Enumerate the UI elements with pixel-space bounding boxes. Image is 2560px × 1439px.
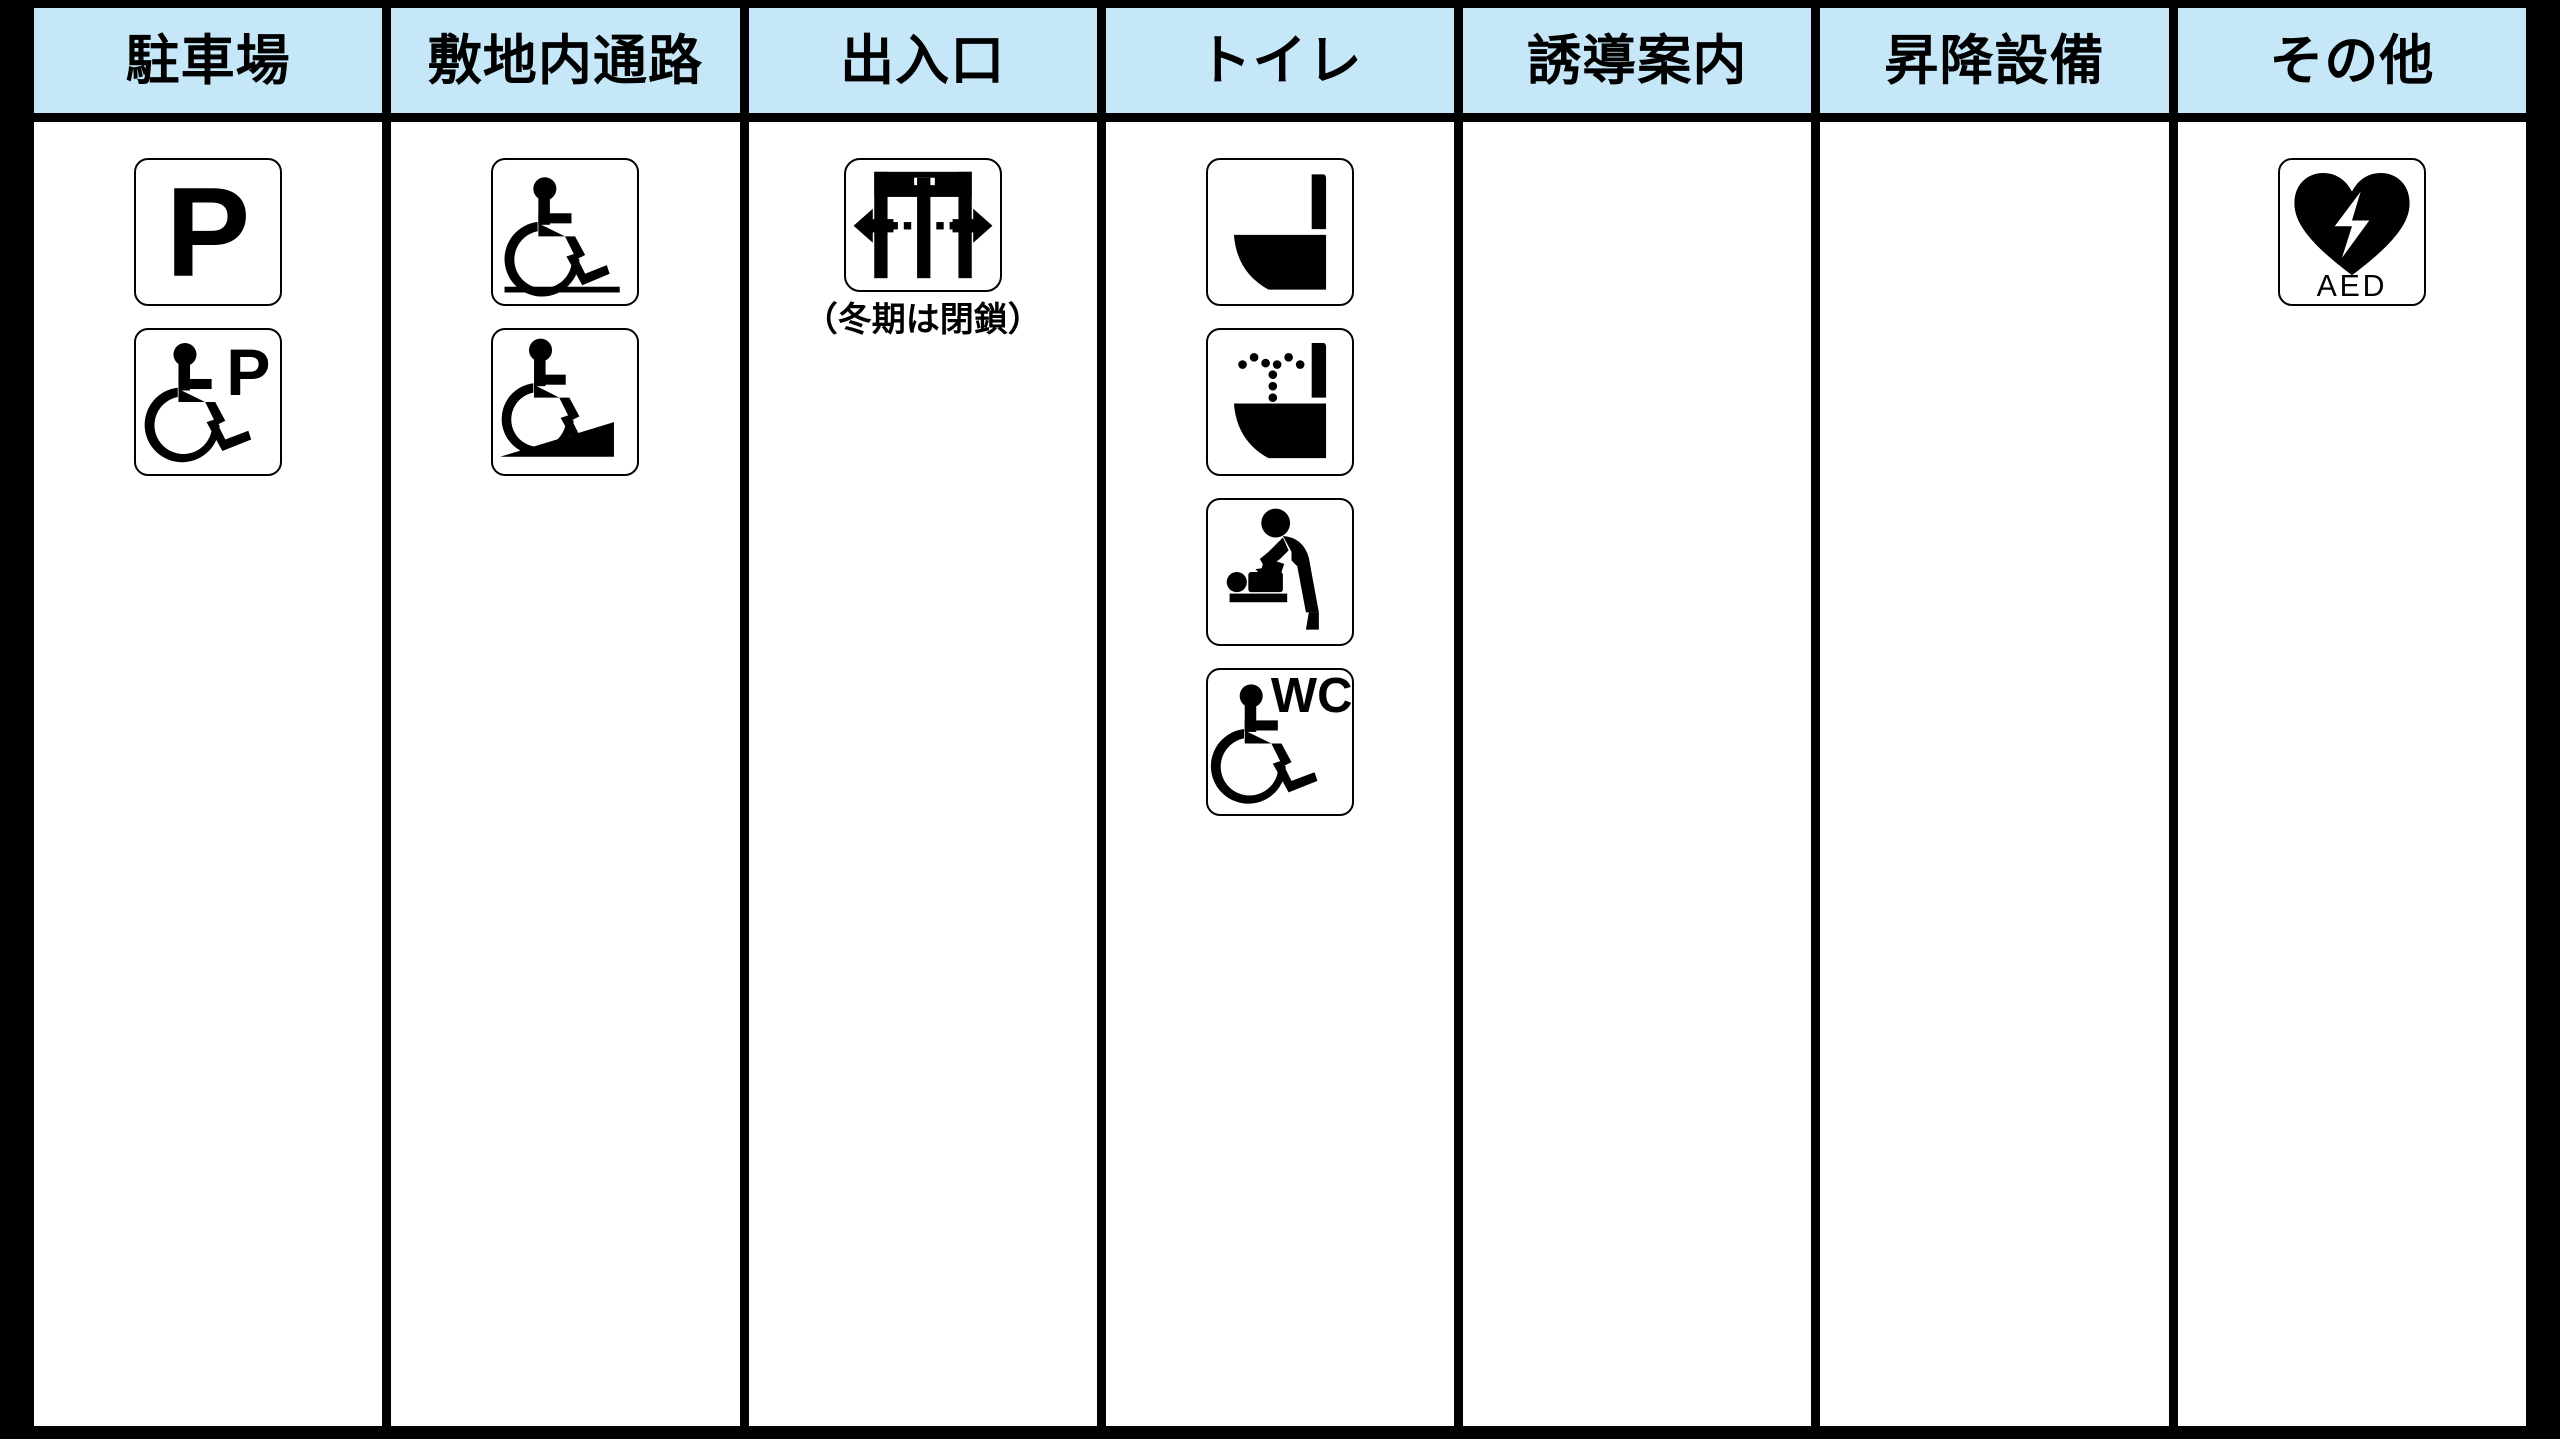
icon-caption: （冬期は閉鎖） (803, 300, 1042, 340)
svg-text:AED: AED (2316, 270, 2387, 303)
column-body-elevator (1820, 122, 2169, 1426)
column-header-guidance: 誘導案内 (1463, 8, 1812, 113)
accessible-parking-icon: P (134, 328, 283, 476)
column-header-parking: 駐車場 (34, 8, 383, 113)
icon-entry (491, 328, 640, 476)
icon-entry (1205, 498, 1354, 646)
column-header-other: その他 (2177, 8, 2526, 113)
column-header-label: その他 (2269, 28, 2435, 92)
column-header-label: 駐車場 (125, 28, 291, 92)
column-header-label: 敷地内通路 (427, 28, 704, 92)
svg-text:P: P (166, 161, 251, 303)
column-entrance: 出入口 (748, 8, 1097, 1426)
column-body-site-path (391, 122, 740, 1426)
icon-entry (1205, 328, 1354, 476)
parking-p-icon: P (134, 158, 283, 306)
column-parking: 駐車場 P P (34, 8, 383, 1426)
icon-entry: P (134, 158, 283, 306)
column-body-entrance: （冬期は閉鎖） (748, 122, 1097, 1426)
column-header-label: 出入口 (840, 28, 1006, 92)
column-header-site-path: 敷地内通路 (391, 8, 740, 113)
column-header-entrance: 出入口 (748, 8, 1097, 113)
automatic-sliding-door-icon (843, 158, 1002, 292)
wheelchair-ramp-icon (491, 328, 640, 476)
column-body-toilet: WC WC (1105, 122, 1455, 1426)
icon-entry (1205, 158, 1354, 306)
facility-icons-table: 駐車場 P P (34, 8, 2526, 1426)
icon-entry: WC WC (1205, 668, 1354, 816)
accessible-wc-icon: WC (1205, 668, 1354, 816)
column-header-label: 昇降設備 (1884, 28, 2105, 92)
icon-entry (491, 158, 640, 306)
column-guidance: 誘導案内 (1463, 8, 1812, 1426)
svg-text:P: P (226, 336, 270, 410)
aed-icon: AED (2277, 158, 2426, 306)
icon-entry: AED (2277, 158, 2426, 306)
column-site-path: 敷地内通路 (391, 8, 740, 1426)
column-header-elevator: 昇降設備 (1820, 8, 2169, 113)
column-header-label: 誘導案内 (1527, 28, 1748, 92)
baby-changing-table-icon (1205, 498, 1354, 646)
icon-entry: P (134, 328, 283, 476)
column-other: その他 AED (2177, 8, 2526, 1426)
column-body-guidance (1463, 122, 1812, 1426)
column-header-label: トイレ (1197, 28, 1363, 92)
wheelchair-level-path-icon (491, 158, 640, 306)
column-body-other: AED (2177, 122, 2526, 1426)
svg-text:WC: WC (1271, 669, 1353, 723)
column-elevator: 昇降設備 (1820, 8, 2169, 1426)
column-header-toilet: トイレ (1105, 8, 1455, 113)
icon-entry: （冬期は閉鎖） (804, 158, 1042, 339)
western-toilet-icon (1205, 158, 1354, 306)
column-body-parking: P P (34, 122, 383, 1426)
column-toilet: トイレ (1105, 8, 1455, 1426)
washlet-bidet-toilet-icon (1205, 328, 1354, 476)
